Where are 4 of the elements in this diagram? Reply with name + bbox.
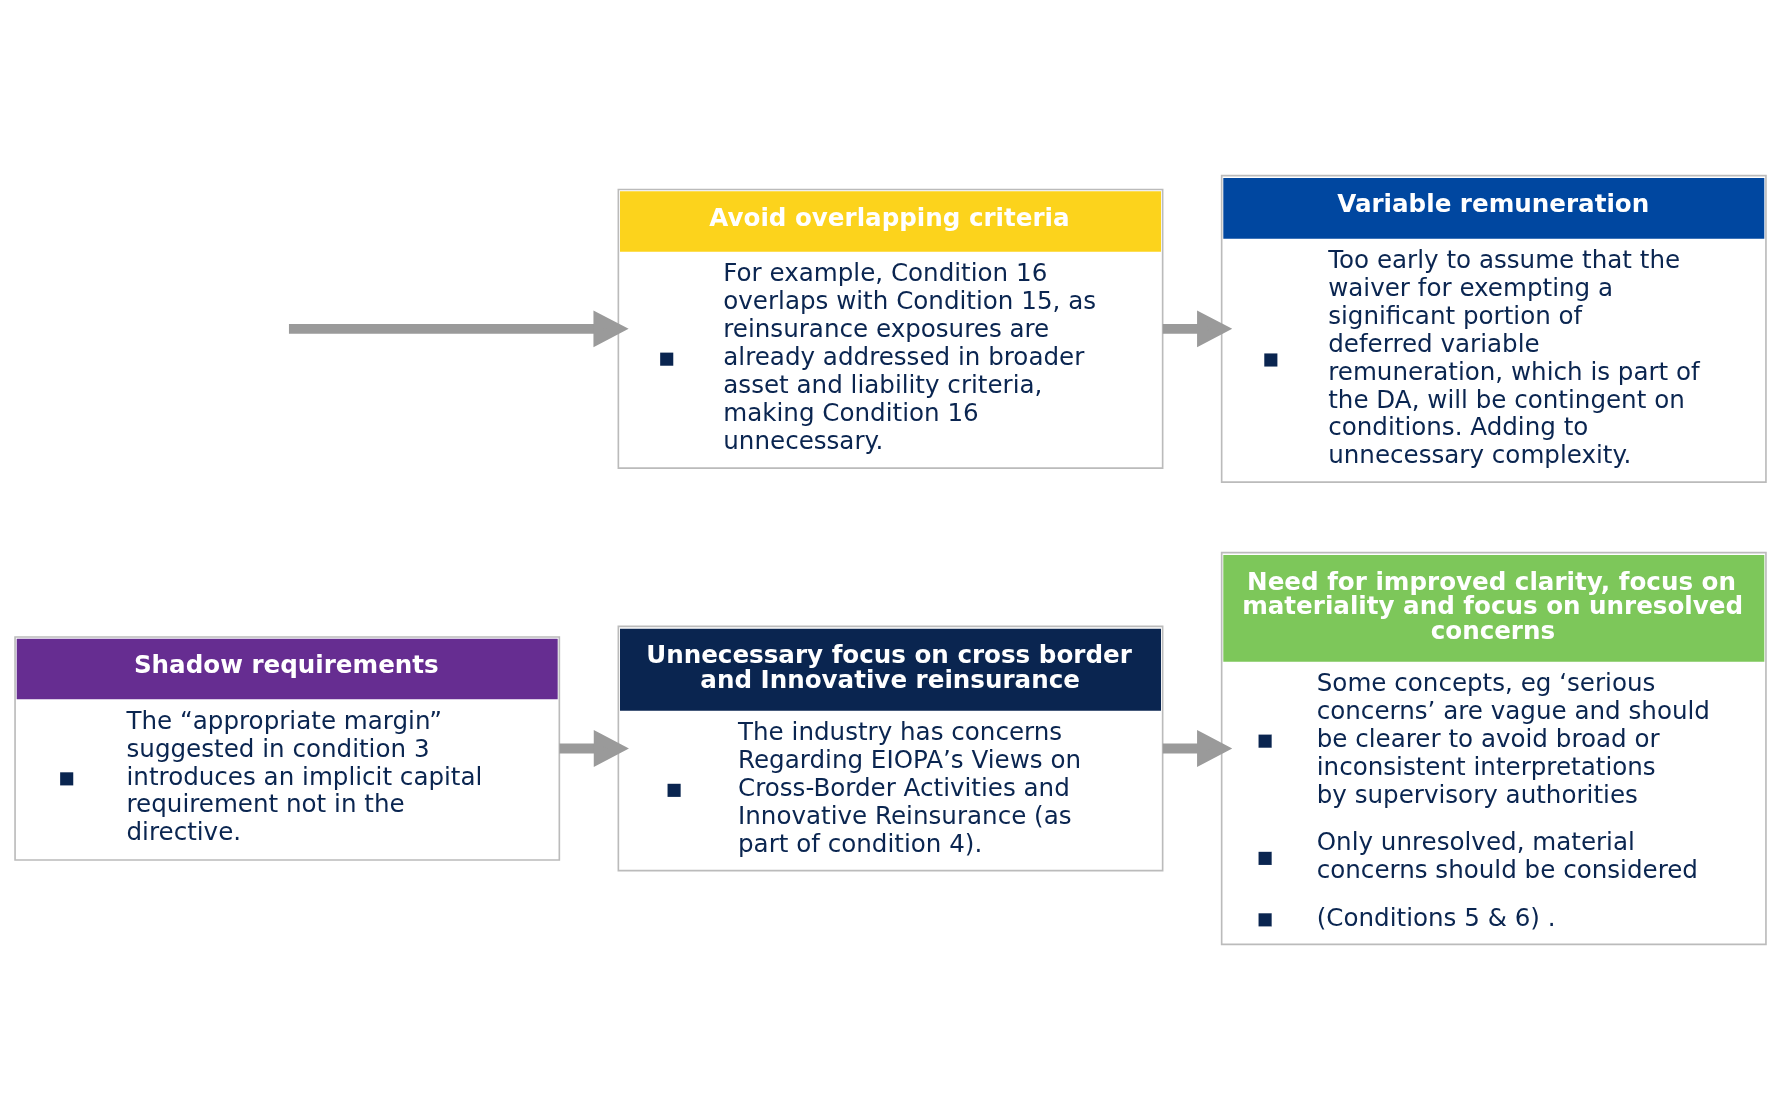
arrow: [288, 309, 629, 347]
arrow: [1162, 309, 1233, 347]
arrow: [559, 729, 629, 767]
arrow: [1162, 729, 1233, 767]
